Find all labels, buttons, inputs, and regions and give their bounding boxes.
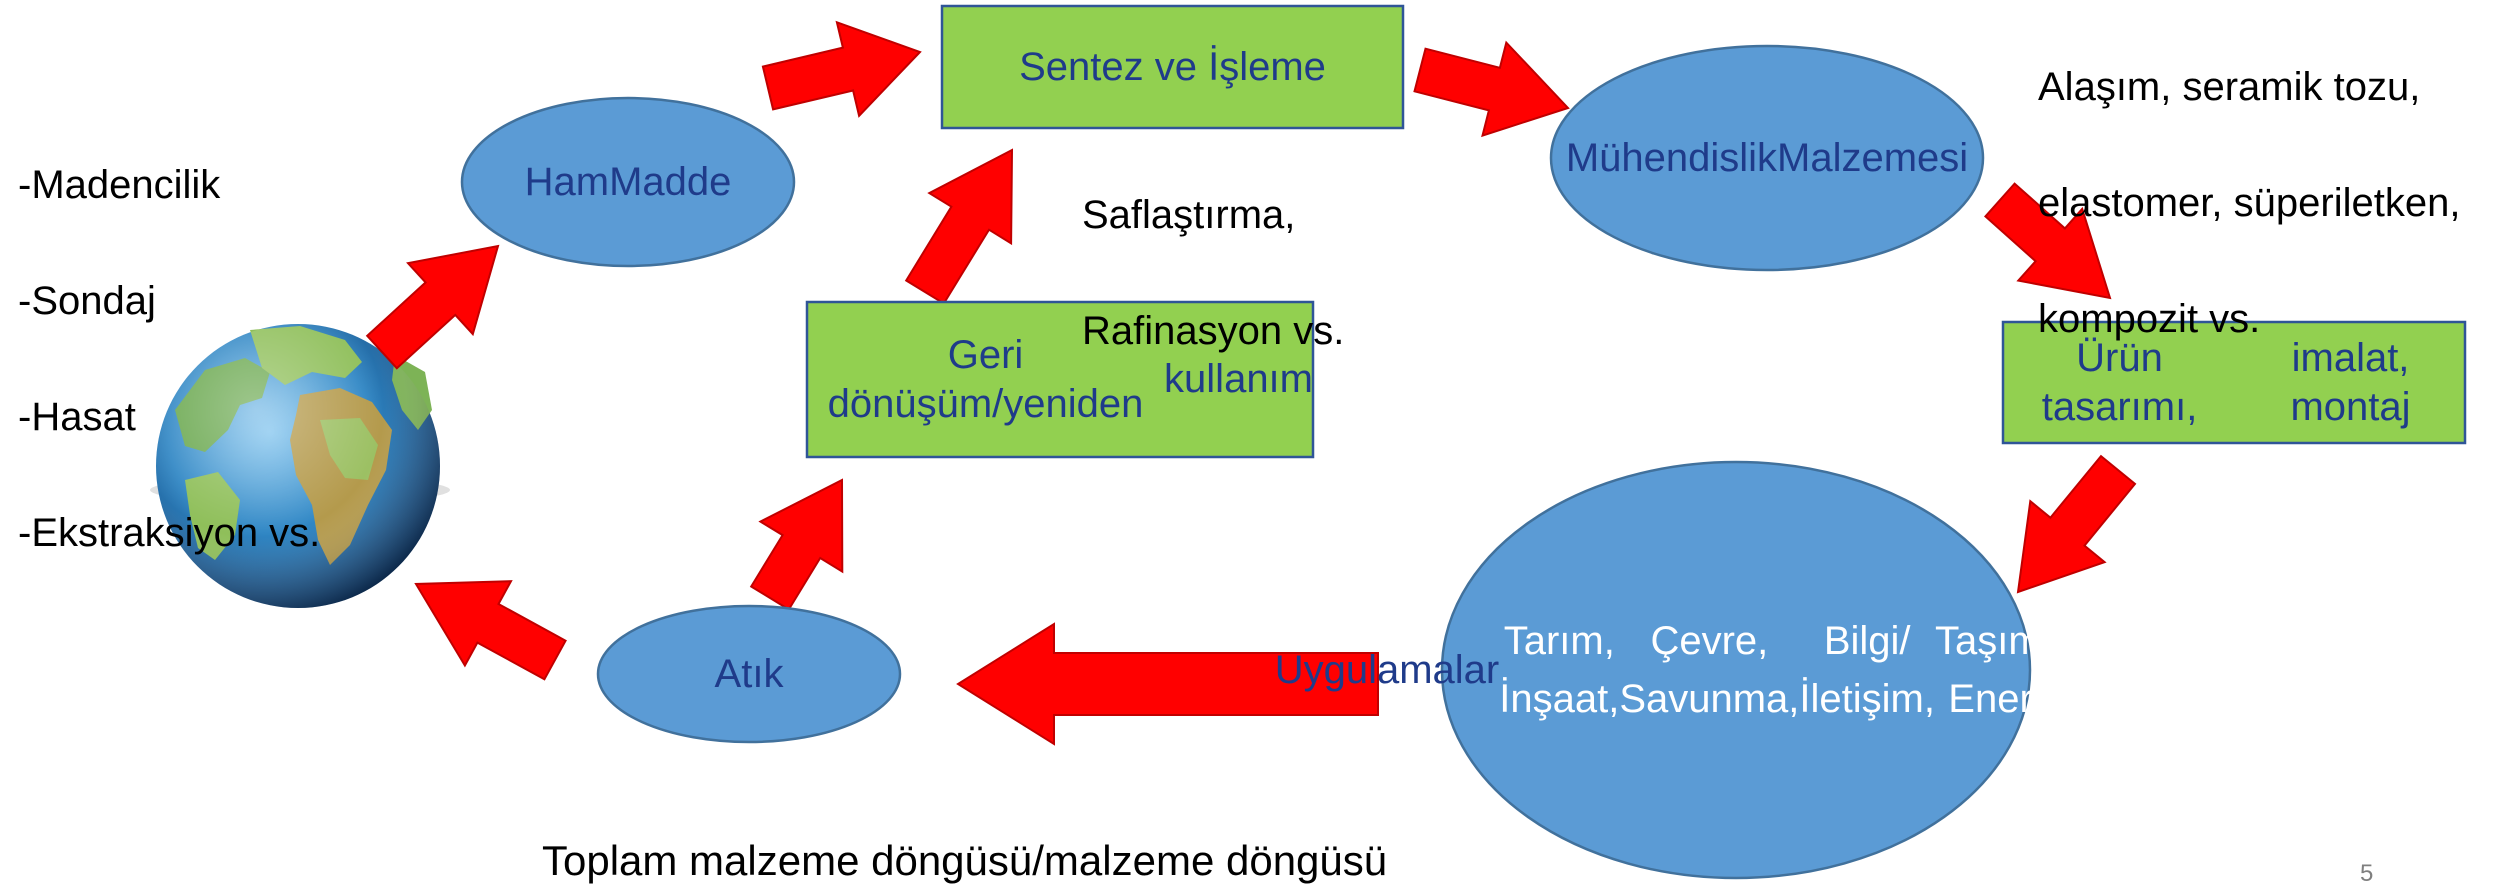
sentez-isleme-label: Sentez ve İşleme <box>1019 44 1326 89</box>
uygulamalar-line-2: Tarım, İnşaat, <box>1499 619 1620 721</box>
muhendislik-malzemesi-label: Mühendislik Malzemesi <box>1551 58 1983 258</box>
urun-line-2: imalat, montaj <box>2290 335 2411 429</box>
atik-ellipse <box>596 604 902 744</box>
urun-tasarimi-box <box>2001 320 2467 445</box>
sentez-isleme-box <box>940 4 1405 130</box>
ham-madde-label: Ham Madde <box>462 110 794 254</box>
diagram-caption: Toplam malzeme döngüsü/malzeme döngüsü <box>542 837 1388 884</box>
arrow-urun-to-uygulamalar <box>2016 454 2137 594</box>
processing-line-1: Saflaştırma, <box>1082 193 1296 237</box>
flow-arrows <box>365 20 2137 746</box>
uygulamalar-line-4: Bilgi/İletişim, <box>1799 619 1935 721</box>
uygulamalar-line-5: Taşıma, Enerji, <box>1934 619 2076 721</box>
uygulamalar-line-3: Çevre, Savunma, <box>1619 619 1800 721</box>
processing-line-2: Rafinasyon vs. <box>1082 309 1345 353</box>
uygulamalar-label: Uygulamalar Tarım, İnşaat, Çevre, Savunm… <box>1275 490 2198 850</box>
sources-annotation: -Madencilik -Sondaj -Hasat -Ekstraksiyon… <box>18 98 320 620</box>
geri-donusum-line-1: Geri dönüşüm/yeniden <box>827 332 1144 426</box>
urun-tasarimi-label: Ürün tasarımı, imalat, montaj <box>2003 322 2465 443</box>
arrow-uygulamalar-to-atik <box>956 622 1379 746</box>
ham-madde-ellipse <box>460 96 796 268</box>
arrow-muhendislik-to-urun <box>1983 182 2112 300</box>
ham-madde-line-1: Ham <box>524 159 610 204</box>
uygulamalar-line-6: Sağlık, Üretim vs. <box>2075 590 2198 750</box>
muhendislik-line-1: Mühendislik <box>1565 135 1778 180</box>
urun-line-1: Ürün tasarımı, <box>2041 335 2198 429</box>
earth-globe-icon <box>150 324 450 608</box>
materials-line-3: kompozit vs. <box>2038 297 2261 341</box>
arrow-atik-to-geri-donusum <box>749 478 844 611</box>
geri-donusum-box <box>805 300 1315 459</box>
arrow-ham-madde-to-sentez <box>761 20 922 118</box>
sources-line-3: -Hasat <box>18 395 136 439</box>
arrow-atik-to-earth <box>414 580 567 681</box>
sources-line-1: -Madencilik <box>18 163 221 207</box>
arrow-sentez-to-muhendislik <box>1413 40 1570 138</box>
page-number: 5 <box>2360 860 2374 887</box>
arrow-geri-donusum-to-sentez <box>904 148 1014 305</box>
uygulamalar-ellipse <box>1440 460 2032 880</box>
processing-annotation: Saflaştırma, Rafinasyon vs. <box>1082 128 1344 418</box>
muhendislik-malzemesi-ellipse <box>1549 44 1985 272</box>
arrow-earth-to-ham-madde <box>365 244 500 370</box>
geri-donusum-label: Geri dönüşüm/yeniden kullanım <box>807 302 1313 457</box>
materials-line-1: Alaşım, seramik tozu, <box>2038 65 2421 109</box>
geri-donusum-line-2: kullanım <box>1164 357 1313 402</box>
ham-madde-line-2: Madde <box>609 159 732 204</box>
materials-annotation: Alaşım, seramik tozu, elastomer, süperil… <box>2038 0 2460 406</box>
sources-line-4: -Ekstraksiyon vs. <box>18 511 321 555</box>
sources-line-2: -Sondaj <box>18 279 156 323</box>
muhendislik-line-2: Malzemesi <box>1777 135 1969 180</box>
materials-line-2: elastomer, süperiletken, <box>2038 181 2461 225</box>
uygulamalar-title: Uygulamalar <box>1274 648 1500 692</box>
atik-label: Atık <box>714 651 784 696</box>
